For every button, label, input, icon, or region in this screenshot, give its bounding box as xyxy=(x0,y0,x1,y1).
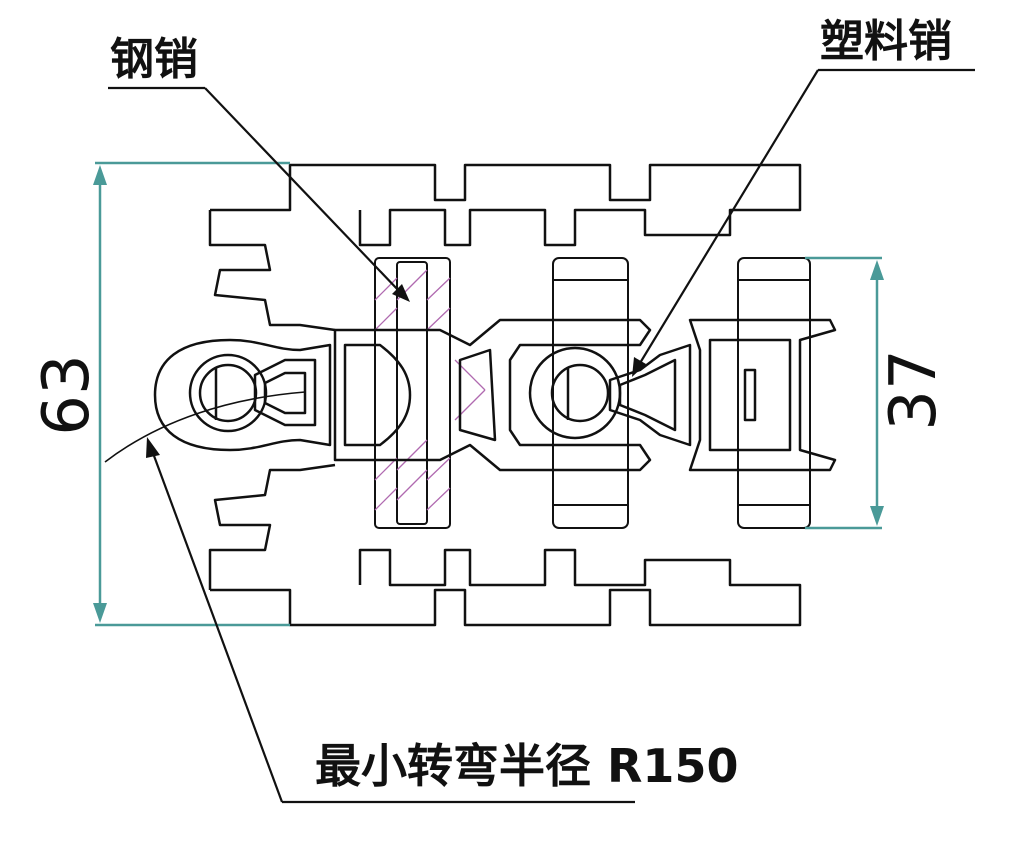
steel-pin-label: 钢销 xyxy=(110,34,198,85)
steel-pin-housing xyxy=(374,257,451,529)
steel-pin-hatch xyxy=(374,269,486,511)
dimension-63 xyxy=(93,161,290,627)
plastic-pin-2 xyxy=(737,257,811,529)
left-wing-top xyxy=(208,210,336,332)
left-wing-bottom xyxy=(208,463,336,590)
middle-link xyxy=(333,318,652,472)
dimension-63-value: 63 xyxy=(30,354,104,435)
right-pin-ring xyxy=(528,346,622,440)
plastic-pin-label: 塑料销 xyxy=(820,16,952,67)
top-rail xyxy=(210,163,802,247)
left-link-head xyxy=(153,338,332,452)
plastic-pin-1 xyxy=(552,257,629,529)
leader-lines xyxy=(104,68,975,804)
right-pin-core xyxy=(550,363,610,423)
chain-outline xyxy=(208,163,802,627)
link-bodies xyxy=(153,318,837,472)
bottom-rail xyxy=(210,548,802,627)
left-pin-core xyxy=(198,363,258,423)
min-turn-radius-label: 最小转弯半径 R150 xyxy=(315,739,738,793)
right-link xyxy=(688,318,837,472)
dimension-37-value: 37 xyxy=(877,349,951,430)
dimension-37 xyxy=(805,256,884,530)
steel-pin xyxy=(396,261,428,525)
